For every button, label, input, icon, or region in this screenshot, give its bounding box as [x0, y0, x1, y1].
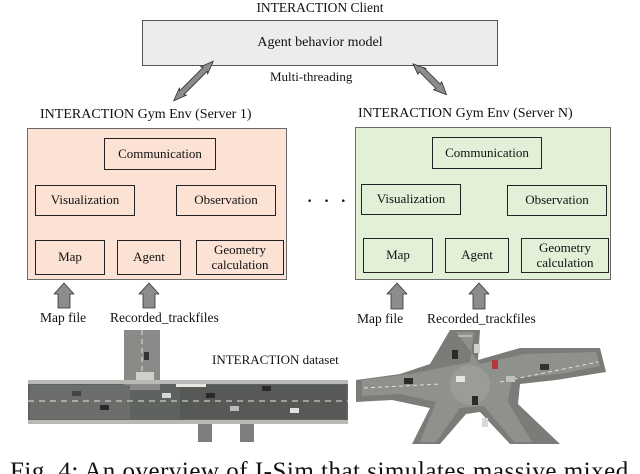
server-1-map-module: Map: [35, 240, 105, 275]
server-n-map-module: Map: [363, 238, 433, 273]
server-1-map-file-label: Map file: [40, 310, 87, 325]
server-n-visualization-module: Visualization: [361, 184, 461, 215]
server-n-observation-module: Observation: [507, 185, 607, 216]
server-n-title: INTERACTION Gym Env (Server N): [358, 106, 573, 121]
agent-behavior-model-label: Agent behavior model: [257, 35, 383, 50]
server-1-track-files-arrow: [138, 282, 160, 309]
figure-caption: Fig. 4: An overview of I-Sim that simula…: [10, 458, 629, 474]
agent-behavior-model-box: Agent behavior model: [142, 20, 498, 66]
server-1-title: INTERACTION Gym Env (Server 1): [40, 107, 252, 122]
server-n-geometry-label: Geometry calculation: [536, 239, 594, 270]
server-1-box: Communication Visualization Observation …: [27, 128, 287, 280]
server-1-observation-label: Observation: [194, 192, 258, 208]
server-1-geometry-module: Geometry calculation: [196, 240, 284, 275]
server-n-map-file-label: Map file: [357, 311, 404, 326]
server-n-track-files-label: Recorded_trackfiles: [427, 311, 536, 326]
server-n-map-file-arrow: [386, 282, 408, 310]
server-1-agent-label: Agent: [133, 249, 165, 265]
server-1-visualization-label: Visualization: [50, 192, 120, 208]
server-1-track-files-label: Recorded_trackfiles: [110, 310, 219, 325]
server-n-visualization-label: Visualization: [376, 191, 446, 207]
server-n-box: Communication Visualization Observation …: [355, 127, 611, 280]
client-title: INTERACTION Client: [256, 0, 384, 15]
dataset-scene-left: [28, 330, 348, 442]
server-n-map-label: Map: [386, 247, 410, 263]
server-n-geometry-module: Geometry calculation: [521, 238, 609, 273]
server-n-communication-label: Communication: [445, 144, 529, 160]
server-n-observation-label: Observation: [525, 192, 589, 208]
server-1-agent-module: Agent: [117, 240, 181, 275]
more-servers-ellipsis: · · ·: [306, 188, 349, 213]
server-1-observation-module: Observation: [176, 185, 276, 216]
server-n-agent-module: Agent: [445, 238, 509, 273]
multi-threading-label: Multi-threading: [270, 69, 353, 84]
server-1-map-file-arrow: [53, 282, 75, 309]
client-server-1-arrow: [173, 60, 214, 102]
server-n-communication-module: Communication: [432, 137, 542, 169]
server-1-communication-label: Communication: [118, 145, 202, 161]
server-n-track-files-arrow: [468, 282, 490, 310]
server-1-map-label: Map: [58, 249, 82, 265]
server-n-agent-label: Agent: [461, 247, 493, 263]
client-server-n-arrow: [412, 63, 448, 96]
server-1-communication-module: Communication: [104, 138, 216, 170]
dataset-scene-right: [356, 330, 606, 444]
server-1-geometry-label: Geometry calculation: [211, 241, 269, 272]
server-1-visualization-module: Visualization: [35, 185, 135, 216]
interaction-dataset-label: INTERACTION dataset: [212, 352, 339, 367]
